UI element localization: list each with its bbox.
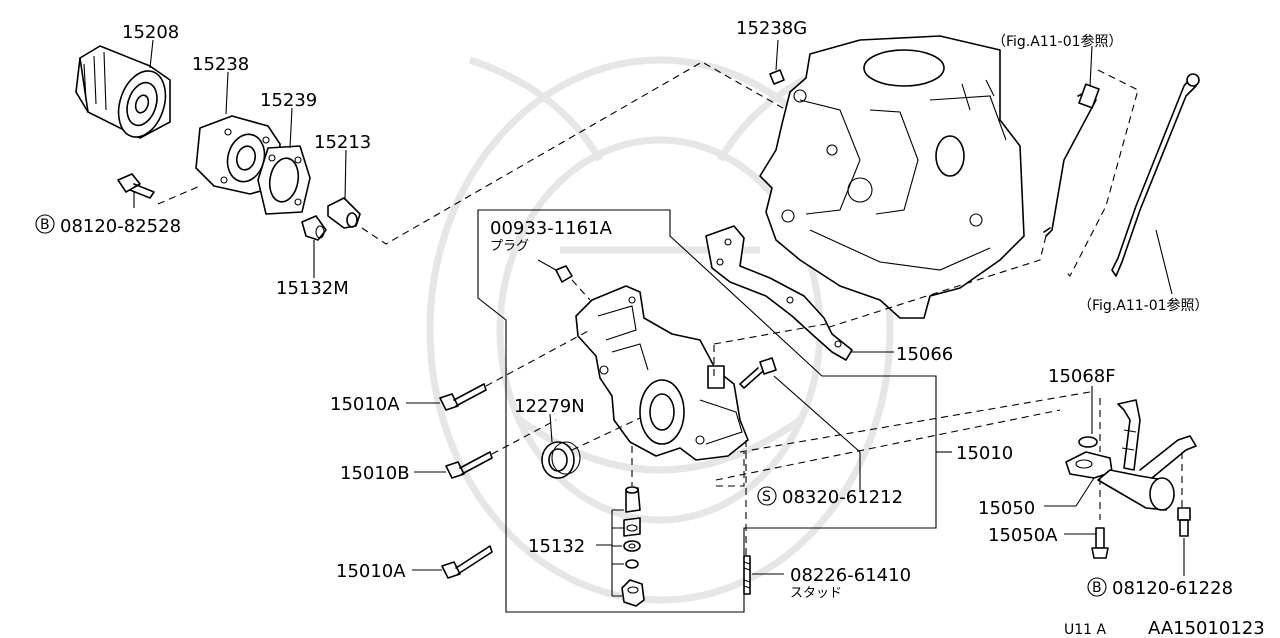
leader-15208: [149, 39, 154, 69]
bolt-15010a-top[interactable]: [439, 383, 487, 411]
marker-s-61212: S: [757, 486, 777, 506]
relief-valve-15132m[interactable]: [301, 215, 327, 241]
bolt-15050a[interactable]: [1091, 527, 1109, 559]
stud-08226-61410[interactable]: [743, 555, 751, 595]
label-fig-ref-top: （Fig.A11-01参照）: [992, 33, 1123, 50]
marker-b-82528: B: [35, 214, 55, 234]
dipstick-tube: [1043, 83, 1100, 237]
label-15010: 15010: [956, 443, 1013, 464]
diagram-code: AA15010123: [1148, 618, 1265, 638]
dash-pump-right: [716, 452, 745, 487]
label-15050: 15050: [978, 498, 1035, 519]
label-08120-61228: 08120-61228: [1112, 578, 1233, 599]
label-plug: プラグ: [490, 239, 529, 254]
connector-15213[interactable]: [327, 197, 361, 229]
bolt-15010b[interactable]: [445, 451, 493, 479]
label-08120-82528: 08120-82528: [60, 216, 181, 237]
label-00933-1161a: 00933-1161A: [490, 218, 613, 239]
leader-61212-a: [773, 375, 861, 453]
seal-12279n[interactable]: [541, 441, 581, 479]
label-15132m: 15132M: [276, 278, 349, 299]
label-fig-ref-right: （Fig.A11-01参照）: [1078, 297, 1209, 314]
dipstick: [1111, 73, 1200, 277]
label-15010b: 15010B: [340, 463, 410, 484]
oil-pump-body: [575, 285, 749, 461]
dash-connector-block: [361, 61, 791, 245]
marker-b-61228: B: [1087, 577, 1107, 597]
leader-15050-b: [1075, 477, 1095, 507]
dash-pump-oring: [715, 409, 1061, 481]
svg-text:B: B: [40, 217, 50, 233]
dash-bolt-bracket: [157, 185, 201, 205]
oil-strainer-15050[interactable]: [1065, 399, 1197, 511]
leader-fig-top: [1089, 45, 1093, 87]
page-code: U11 A: [1064, 622, 1107, 638]
label-08226-61410: 08226-61410: [790, 565, 911, 586]
leader-00933: [537, 259, 557, 271]
dash-pump-block: [713, 323, 827, 345]
label-15132: 15132: [528, 536, 585, 557]
leader-15213: [344, 149, 347, 201]
dash-plug: [571, 279, 591, 301]
bolt-08120-61228[interactable]: [1177, 507, 1191, 537]
watermark-emblem-icon: [426, 56, 894, 604]
leader-12279n: [549, 413, 553, 443]
dowel-15238g[interactable]: [769, 69, 785, 85]
svg-text:S: S: [762, 489, 771, 505]
gasket-15066[interactable]: [705, 225, 853, 361]
leader-fig-right: [1155, 229, 1173, 295]
label-15239: 15239: [260, 90, 317, 111]
plug-00933-1161a[interactable]: [555, 265, 573, 283]
label-15010a-top: 15010A: [330, 394, 400, 415]
label-15238g: 15238G: [736, 18, 807, 39]
gasket-15239[interactable]: [257, 145, 311, 215]
leader-15239: [289, 107, 293, 149]
screw-08320-61212[interactable]: [739, 357, 777, 389]
dash-bolt-b: [491, 419, 557, 455]
dash-tube-block: [819, 235, 1047, 331]
oil-filter-15208[interactable]: [75, 45, 173, 143]
label-15068f: 15068F: [1048, 366, 1116, 387]
label-15238: 15238: [192, 54, 249, 75]
dash-bolt-top: [485, 329, 591, 387]
label-15010a-bottom: 15010A: [336, 561, 406, 582]
o-ring-15068f[interactable]: [1078, 436, 1098, 448]
label-12279n: 12279N: [514, 396, 585, 417]
engine-block: [759, 35, 1025, 319]
label-08320-61212: 08320-61212: [782, 487, 903, 508]
bracket-15132: [596, 509, 624, 597]
label-stud: スタッド: [790, 586, 842, 601]
label-15050a: 15050A: [988, 525, 1058, 546]
label-15208: 15208: [122, 22, 179, 43]
dash-dipstick-box: [1065, 69, 1139, 277]
label-15213: 15213: [314, 132, 371, 153]
bolt-15010a-bottom[interactable]: [441, 545, 493, 579]
label-15066: 15066: [896, 344, 953, 365]
group-box-15010: [477, 209, 937, 613]
svg-text:B: B: [1092, 580, 1102, 596]
bolt-08120-82528[interactable]: [117, 173, 155, 199]
leader-15238g: [775, 39, 779, 71]
dash-seal: [571, 417, 641, 451]
leader-15238: [225, 71, 229, 115]
relief-valve-15132[interactable]: [621, 486, 645, 607]
